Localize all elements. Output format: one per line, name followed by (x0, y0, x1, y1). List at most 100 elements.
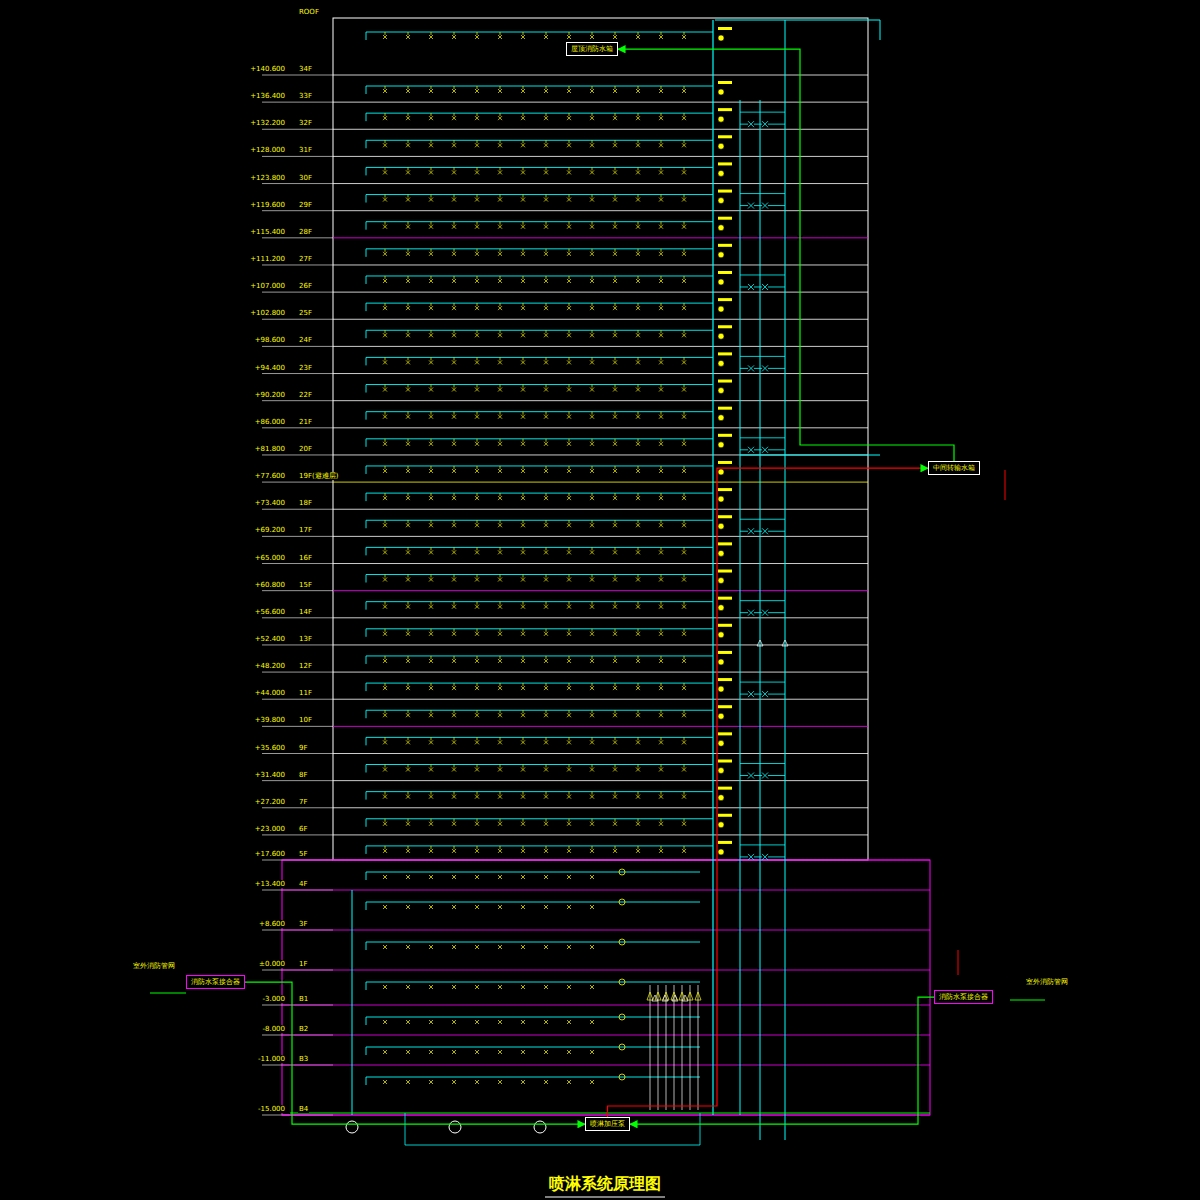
flow-indicator (718, 306, 724, 312)
flow-indicator (718, 35, 724, 41)
flow-indicator (718, 605, 724, 611)
floor-line (333, 319, 868, 320)
branch-pipe (366, 167, 713, 175)
riser (740, 100, 741, 1115)
elevation-line (262, 292, 333, 293)
branch-pipe (366, 140, 713, 148)
floor-line (282, 930, 930, 931)
elevation-label: -15.000 (257, 1105, 286, 1113)
floor-label: 3F (298, 920, 308, 928)
pump-box: 喷淋加压泵 (585, 1117, 630, 1131)
riser (760, 100, 761, 1140)
valve-tag (718, 651, 732, 654)
floor-line (333, 102, 868, 103)
elevation-label: +31.400 (254, 771, 286, 779)
elevation-label: -11.000 (257, 1055, 286, 1063)
branch-pipe (366, 357, 713, 365)
valve-tag (718, 760, 732, 763)
floor-label: 21F (298, 418, 313, 426)
flow-indicator (718, 659, 724, 665)
riser (785, 20, 786, 1140)
floor-label: 4F (298, 880, 308, 888)
elevation-label: -8.000 (261, 1025, 286, 1033)
flow-indicator (718, 388, 724, 394)
pump-symbol (534, 1121, 546, 1133)
drain-pipe (1005, 470, 1006, 500)
branch-pipe (366, 575, 713, 583)
floor-label: 26F (298, 282, 313, 290)
sprinkler-heads (383, 195, 686, 202)
flow-indicator (718, 225, 724, 231)
node-text: 屋顶消防水箱 (571, 45, 613, 53)
flow-arrow (652, 995, 658, 1001)
floor-line (333, 346, 868, 347)
valve-tag (718, 217, 732, 220)
elevation-label: +39.800 (254, 716, 286, 724)
alarm-valve (663, 992, 669, 1000)
floor-label: 25F (298, 309, 313, 317)
branch-pipe (366, 330, 713, 338)
floor-label: 16F (298, 554, 313, 562)
elevation-label: +132.200 (249, 119, 286, 127)
flow-indicator (718, 686, 724, 692)
elevation-line (262, 590, 333, 591)
flow-arrow (682, 995, 688, 1001)
floor-line (282, 1115, 930, 1116)
pressure-valve-group (740, 764, 785, 779)
valve-tag (718, 515, 732, 518)
flow-indicator (718, 252, 724, 258)
pressure-valve-group (740, 519, 785, 534)
floor-label: 20F (298, 445, 313, 453)
flow-indicator (718, 415, 724, 421)
elevation-label: +23.000 (254, 825, 286, 833)
elevation-line (262, 237, 333, 238)
valve-tag (718, 380, 732, 383)
floor-line (333, 617, 868, 618)
pressure-valve-group (740, 682, 785, 697)
floor-line (333, 292, 868, 293)
alarm-valve-riser (674, 985, 675, 1110)
floor-line (282, 860, 930, 861)
elevation-line (262, 482, 333, 483)
elevation-label: +115.400 (249, 228, 286, 236)
sprinkler-heads (383, 683, 686, 690)
elevation-line (262, 753, 333, 754)
elevation-line (262, 807, 333, 808)
branch-pipe (366, 303, 713, 311)
floor-label: 8F (298, 771, 308, 779)
flow-indicator (619, 1044, 625, 1050)
pressure-valve-group (740, 438, 785, 453)
sprinkler-heads (383, 32, 686, 39)
valve-tag (718, 705, 732, 708)
flow-indicator (718, 496, 724, 502)
elevation-label: +94.400 (254, 364, 286, 372)
alarm-valve-riser (650, 985, 651, 1110)
valve-tag (718, 434, 732, 437)
valve-tag (718, 271, 732, 274)
floor-line (333, 753, 868, 754)
pressure-valve-group (740, 601, 785, 616)
pressure-valve-group (740, 275, 785, 290)
sprinkler-heads (383, 1050, 594, 1054)
sprinkler-heads (383, 167, 686, 174)
alarm-valve-riser (698, 985, 699, 1110)
sprinkler-heads (383, 792, 686, 799)
branch-pipe (366, 710, 713, 718)
valve-tag (718, 162, 732, 165)
branch-pipe (366, 412, 713, 420)
adapter-box: 消防水泵接合器 (186, 975, 245, 989)
elevation-line (262, 427, 333, 428)
alarm-valve-riser (666, 985, 667, 1110)
floor-label: 6F (298, 825, 308, 833)
podium-outline (282, 860, 930, 1115)
floor-line (333, 183, 868, 184)
sprinkler-heads (383, 249, 686, 256)
floor-label: 11F (298, 689, 313, 697)
pipe-connector (608, 468, 929, 1117)
sprinkler-heads (383, 222, 686, 229)
flow-indicator (718, 795, 724, 801)
floor-line (333, 75, 868, 76)
floor-label: 23F (298, 364, 313, 372)
flow-indicator (718, 768, 724, 774)
